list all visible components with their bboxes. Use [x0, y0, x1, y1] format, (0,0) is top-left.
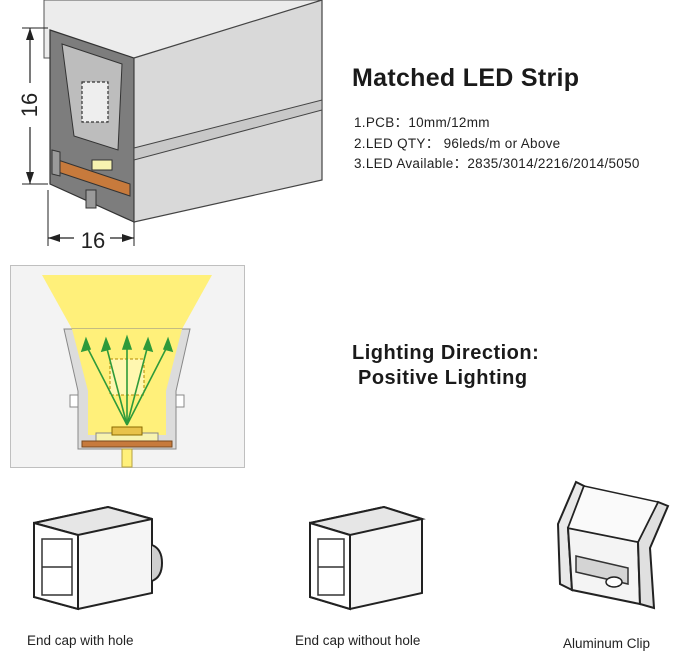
page-title: Matched LED Strip: [352, 64, 580, 92]
lighting-direction-title: Lighting Direction:: [352, 342, 540, 364]
end-cap-with-hole-icon: [33, 505, 164, 611]
spec-led-qty: 2.LED QTY： 96leds/m or Above: [354, 136, 561, 151]
end-cap-without-hole-caption: End cap without hole: [295, 633, 421, 648]
end-cap-with-hole-caption: End cap with hole: [27, 633, 134, 648]
spec-pcb: 1.PCB：10mm/12mm: [354, 115, 490, 130]
profile-3d-drawing: [0, 0, 323, 260]
lighting-type-label: Positive Lighting: [358, 367, 528, 389]
spec-led-available: 3.LED Available：2835/3014/2216/2014/5050: [354, 156, 640, 171]
width-dimension-label: 16: [80, 228, 106, 253]
aluminum-clip-caption: Aluminum Clip: [563, 636, 651, 651]
height-dimension-label: 16: [17, 83, 43, 127]
lighting-direction-diagram: [10, 265, 245, 468]
end-cap-without-hole-icon: [309, 505, 426, 611]
aluminum-clip-icon: [556, 480, 670, 610]
